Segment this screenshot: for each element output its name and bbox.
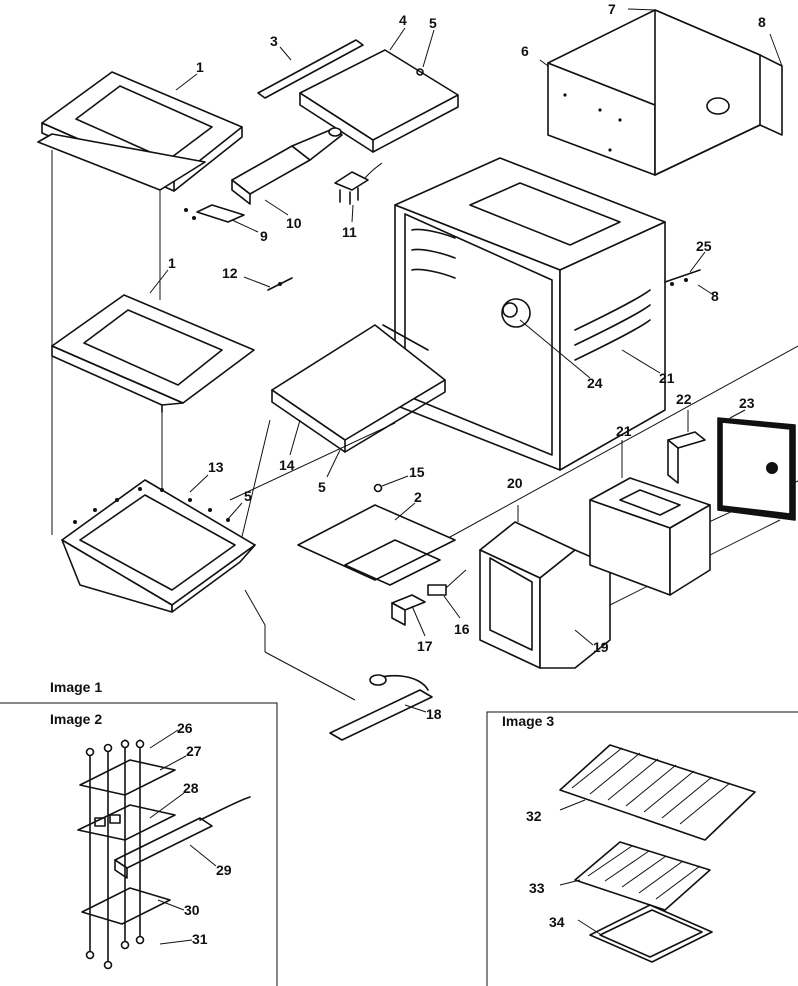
image3-oven-racks: [559, 744, 756, 963]
callout-part-11: 11: [342, 224, 357, 240]
callout-part-10: 10: [286, 215, 302, 231]
callout-part-20: 20: [507, 475, 523, 491]
callout-part-22: 22: [676, 391, 692, 407]
callout-part-31: 31: [192, 931, 208, 947]
part-7-outer-wrap: [547, 8, 783, 176]
part-3-trim-strip: [257, 39, 364, 99]
inset-titles: Image 1 Image 2 Image 3: [50, 679, 554, 729]
callout-part-12: 12: [222, 265, 238, 281]
part-21-rear-liner: [589, 440, 711, 596]
callout-part-23: 23: [739, 395, 755, 411]
part-18-bake-burner: [329, 674, 433, 741]
part-1-lower-insulation-panel: [51, 269, 255, 413]
callout-part-4: 4: [399, 12, 407, 28]
image2-burner-assembly: [77, 729, 251, 970]
callout-part-32: 32: [526, 808, 542, 824]
part-15-screw: [373, 475, 409, 493]
callout-part-5: 5: [318, 479, 326, 495]
part-11-igniter: [334, 162, 383, 223]
callout-part-30: 30: [184, 902, 200, 918]
callout-part-1: 1: [196, 59, 204, 75]
part-25-hinge: [664, 251, 713, 295]
callout-part-16: 16: [454, 621, 470, 637]
part-19-door-trim: [539, 549, 611, 669]
part-10-burner-tube: [231, 127, 343, 216]
callout-part-13: 13: [208, 459, 224, 475]
callout-part-15: 15: [409, 464, 425, 480]
callout-part-29: 29: [216, 862, 232, 878]
callout-part-1: 1: [168, 255, 176, 271]
callout-part-7: 7: [608, 1, 616, 17]
part-4-burner-cover: [299, 27, 459, 153]
inset-frames: [0, 702, 798, 986]
callout-part-3: 3: [270, 33, 278, 49]
callout-part-8: 8: [711, 288, 719, 304]
part-23-back-panel-insulation: [717, 409, 796, 521]
part-24-fan-element: [519, 319, 591, 379]
part-22-duct: [667, 410, 706, 484]
callout-part-24: 24: [587, 375, 603, 391]
callout-part-34: 34: [549, 914, 565, 930]
part-2-burner-baffle: [297, 502, 456, 586]
assembly-guide-lines: [51, 150, 798, 701]
callout-part-17: 17: [417, 638, 433, 654]
callout-part-8: 8: [758, 14, 766, 30]
part-9-bracket: [184, 204, 259, 233]
callout-part-33: 33: [529, 880, 545, 896]
part-14-bake-cover: [271, 324, 446, 478]
inset-title-image1: Image 1: [50, 679, 102, 695]
callout-part-18: 18: [426, 706, 442, 722]
callout-part-21: 21: [659, 370, 675, 386]
part-21-oven-liner: [394, 157, 666, 471]
callout-part-6: 6: [521, 43, 529, 59]
inset-title-image3: Image 3: [502, 713, 554, 729]
callout-part-9: 9: [260, 228, 268, 244]
inset-title-image2: Image 2: [50, 711, 102, 727]
part-13-burner-box: [61, 474, 256, 613]
callout-part-26: 26: [177, 720, 193, 736]
callout-part-28: 28: [183, 780, 199, 796]
part-1-upper-insulation-panel: [37, 71, 243, 192]
callout-part-14: 14: [279, 457, 295, 473]
callout-part-25: 25: [696, 238, 712, 254]
callout-part-27: 27: [186, 743, 202, 759]
callout-part-21: 21: [616, 423, 632, 439]
callout-part-19: 19: [593, 639, 609, 655]
part-17-bracket: [391, 594, 426, 637]
callout-part-5: 5: [429, 15, 437, 31]
part-12-pin: [243, 276, 293, 291]
callout-part-5: 5: [244, 488, 252, 504]
part-16-igniter: [427, 569, 467, 619]
callout-part-2: 2: [414, 489, 422, 505]
